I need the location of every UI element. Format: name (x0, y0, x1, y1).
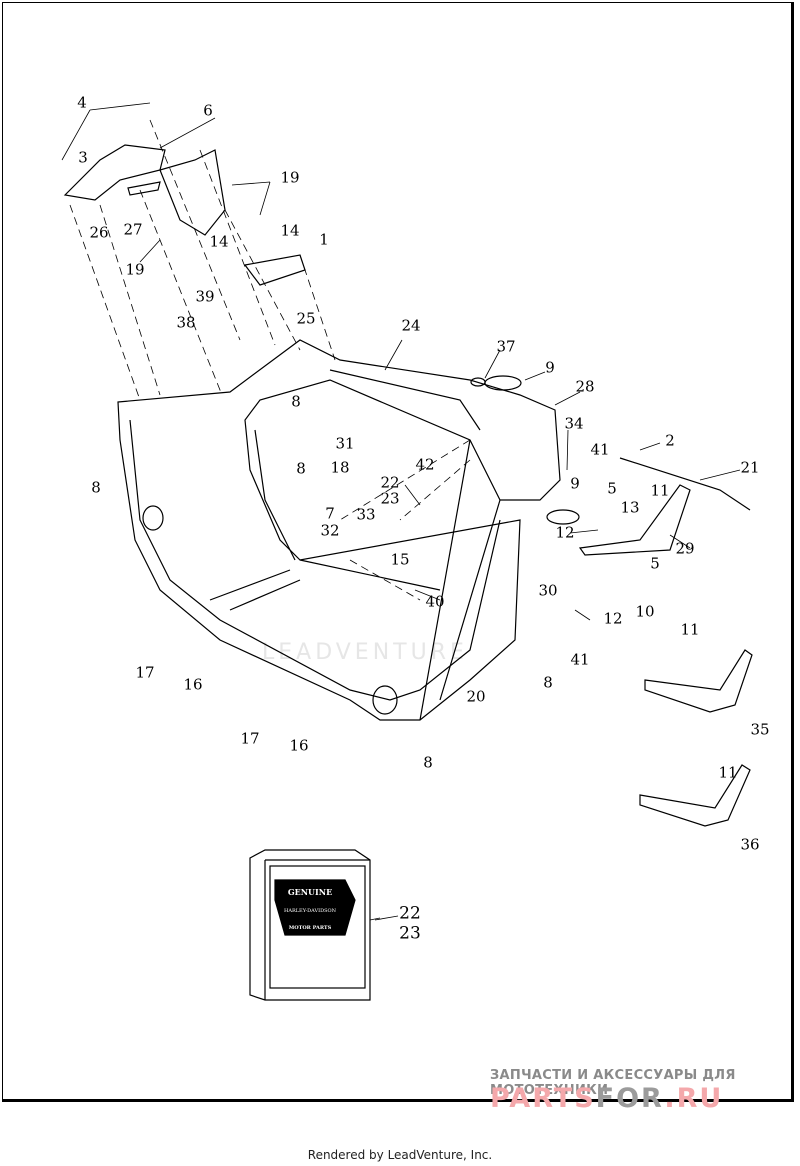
callout-label: 12 (603, 609, 623, 628)
leader-lines (61, 102, 741, 921)
logo-text-middle: HARLEY-DAVIDSON (284, 908, 337, 914)
motorcycle-frame (117, 339, 580, 721)
logo-text-bottom: MOTOR PARTS (289, 925, 332, 931)
callout-label: 23 (399, 923, 421, 944)
callout-label: 15 (390, 550, 410, 569)
callout-label: 22 (380, 473, 400, 492)
callout-label: 24 (401, 316, 421, 335)
callout-label: 29 (675, 539, 695, 558)
genuine-parts-box: GENUINE HARLEY-DAVIDSON MOTOR PARTS (249, 849, 371, 1001)
watermark-tagline: ЗАПЧАСТИ И АКСЕССУАРЫ ДЛЯ МОТОТЕХНИКИ (490, 1068, 736, 1098)
callout-label: 8 (91, 478, 101, 497)
jiffy-stands (578, 457, 753, 827)
callout-label: 17 (240, 729, 260, 748)
assembly-dashed-lines (69, 119, 471, 601)
callout-label: 12 (555, 523, 575, 542)
callout-label: 20 (466, 687, 486, 706)
callout-label: 17 (135, 663, 155, 682)
callout-label: 8 (543, 673, 553, 692)
callout-label: 40 (425, 592, 445, 611)
callout-label: 8 (291, 392, 301, 411)
callout-label: 28 (575, 377, 595, 396)
callout-label: 27 (123, 220, 143, 239)
callout-label: 16 (183, 675, 203, 694)
watermark-grey: FOR (595, 1083, 665, 1114)
watermark-red-1: PARTS (490, 1083, 596, 1114)
callout-label: 7 (325, 504, 335, 523)
callout-label: 37 (496, 337, 516, 356)
callout-label: 30 (538, 581, 558, 600)
callout-label: 9 (545, 358, 555, 377)
callout-label: 5 (650, 554, 660, 573)
callout-label: 34 (564, 414, 584, 433)
callout-label: 41 (590, 440, 610, 459)
callout-label: 8 (296, 459, 306, 478)
callout-label: 38 (176, 313, 196, 332)
callout-label: 5 (607, 479, 617, 498)
callout-label: 26 (89, 223, 109, 242)
callout-label: 22 (399, 903, 421, 924)
callout-label: 18 (330, 458, 350, 477)
callout-label: 21 (740, 458, 760, 477)
callout-label: 41 (570, 650, 590, 669)
callout-label: 23 (380, 489, 400, 508)
callout-label: 11 (650, 481, 670, 500)
callout-label: 4 (77, 93, 87, 112)
watermark-logo: PARTSFOR.RU (490, 1083, 723, 1114)
callout-label: 2 (665, 431, 675, 450)
callout-label: 10 (635, 602, 655, 621)
callout-label: 14 (280, 221, 300, 240)
callout-label: 11 (680, 620, 700, 639)
callout-label: 39 (195, 287, 215, 306)
diagram-border (2, 2, 794, 1102)
callout-label: 6 (203, 101, 213, 120)
callout-label: 3 (78, 148, 88, 167)
callout-label: 19 (125, 260, 145, 279)
watermark-red-2: .RU (664, 1083, 724, 1114)
footer-credit: Rendered by LeadVenture, Inc. (307, 1148, 493, 1162)
callout-label: 35 (750, 720, 770, 739)
callout-label: 42 (415, 455, 435, 474)
callout-label: 9 (570, 474, 580, 493)
callout-label: 25 (296, 309, 316, 328)
callout-label: 1 (319, 230, 329, 249)
callout-label: 13 (620, 498, 640, 517)
callout-label: 31 (335, 434, 355, 453)
callout-label: 16 (289, 736, 309, 755)
callout-label: 14 (209, 232, 229, 251)
callout-label: 36 (740, 835, 760, 854)
callout-label: 33 (356, 505, 376, 524)
callout-label: 8 (423, 753, 433, 772)
callout-label: 19 (280, 168, 300, 187)
top-brackets (63, 144, 306, 286)
callout-label: 11 (718, 763, 738, 782)
callout-label: 32 (320, 521, 340, 540)
logo-text-top: GENUINE (288, 887, 332, 897)
